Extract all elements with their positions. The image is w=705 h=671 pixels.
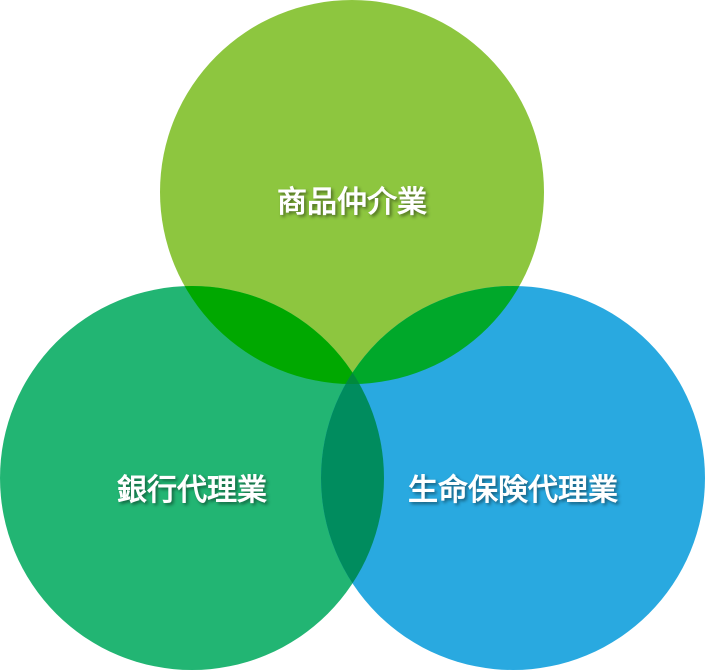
label-top: 商品仲介業 [277,185,427,220]
label-left: 銀行代理業 [117,473,267,508]
circle-right [321,286,705,670]
circle-top [160,0,544,384]
label-right: 生命保険代理業 [408,473,618,508]
circle-left [0,286,384,670]
